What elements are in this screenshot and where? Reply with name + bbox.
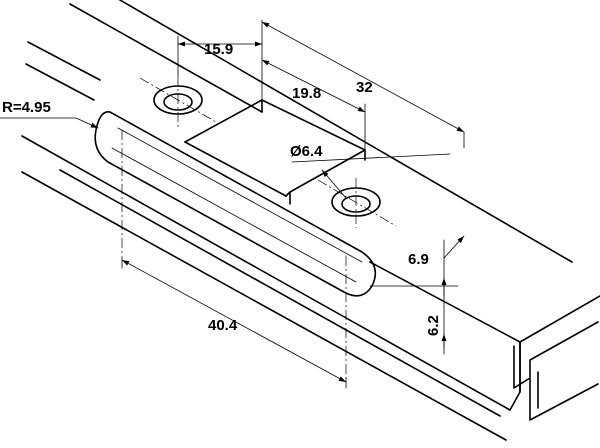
dim-32-label: 32 bbox=[356, 79, 373, 96]
dim-19-8-label: 19.8 bbox=[292, 85, 321, 102]
dim-6-9-label: 6.9 bbox=[408, 251, 429, 268]
pocket-outline bbox=[184, 99, 366, 197]
dim-hole-diameter: Ø6.4 bbox=[290, 143, 451, 199]
centre-lines bbox=[121, 76, 397, 380]
dim-overall-length: 32 bbox=[261, 21, 465, 149]
dim-slot-height: 6.2 bbox=[425, 277, 447, 355]
dim-40-4-label: 40.4 bbox=[208, 317, 238, 334]
dim-side-offset: 6.9 bbox=[369, 235, 465, 349]
dim-radius-label: R=4.95 bbox=[2, 99, 51, 116]
dim-15-9-label: 15.9 bbox=[204, 41, 233, 58]
dim-radius: R=4.95 bbox=[0, 99, 99, 129]
rail-body bbox=[21, 0, 573, 441]
end-profile bbox=[509, 295, 600, 421]
dim-slot-length: 40.4 bbox=[121, 257, 347, 389]
dim-slot-width: 19.8 bbox=[261, 59, 366, 151]
dim-6-4-label: Ø6.4 bbox=[290, 143, 323, 160]
dim-6-2-label: 6.2 bbox=[425, 315, 442, 336]
